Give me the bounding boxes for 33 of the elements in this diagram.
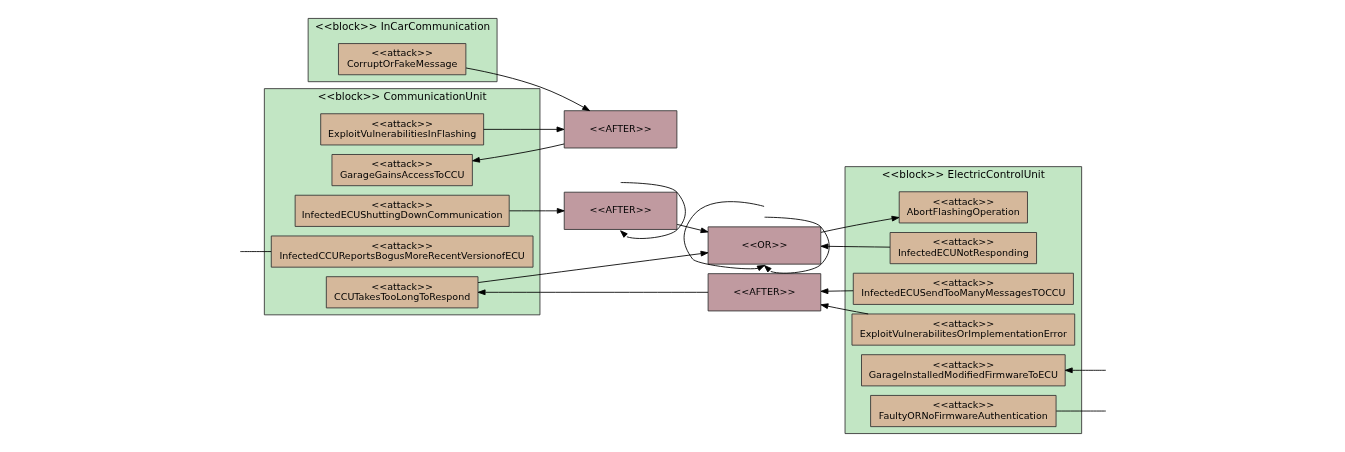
node-box: <<attack>> InfectedCCUReportsBogusMoreRecentVersionofECU: [270, 235, 533, 268]
node-box: <<attack>> InfectedECUShuttingDownCommunication: [294, 194, 510, 227]
arrow: [820, 303, 869, 315]
node-box: <<attack>> InfectedECUNotResponding: [889, 232, 1037, 265]
node-box: <<attack>> ExploitVulnerabilitiesInFlashing: [319, 113, 484, 146]
arrow: [683, 201, 765, 271]
arrow: [763, 216, 830, 274]
arrow: [465, 67, 590, 112]
connector: [239, 251, 272, 252]
arrow: [482, 126, 564, 133]
arrow: [477, 250, 708, 283]
node-box: <<attack>> AbortFlashingOperation: [898, 191, 1028, 224]
arrow: [676, 224, 708, 234]
node-box: <<attack>> FaultyORNoFirmwareAuthentication: [869, 395, 1056, 428]
node-box: <<attack>> InfectedECUSendTooManyMessagesTOCCU: [852, 272, 1074, 305]
node-box: <<attack>> CorruptOrFakeMessage: [337, 43, 466, 76]
node-box: <<AFTER>>: [563, 191, 677, 230]
arrow: [508, 207, 565, 214]
node-box: <<OR>>: [707, 226, 821, 265]
node-box: <<attack>> GarageGainsAccessToCCU: [331, 154, 473, 187]
node-box: <<attack>> CCUTakesTooLongToRespond: [325, 276, 478, 309]
node-box: <<attack>> GarageInstalledModifiedFirmwareToECU: [860, 354, 1066, 387]
connector: [1055, 410, 1106, 412]
node-box: <<AFTER>>: [707, 273, 821, 312]
arrow: [471, 143, 564, 163]
arrow: [1064, 367, 1106, 374]
arrow: [820, 215, 899, 233]
node-box: <<AFTER>>: [563, 110, 677, 149]
arrow: [477, 289, 708, 296]
arrow: [619, 182, 686, 239]
node-box: <<attack>> ExploitVulnerabilitesOrImplementationError: [851, 313, 1075, 346]
arrow: [820, 243, 890, 250]
arrow: [820, 288, 854, 295]
